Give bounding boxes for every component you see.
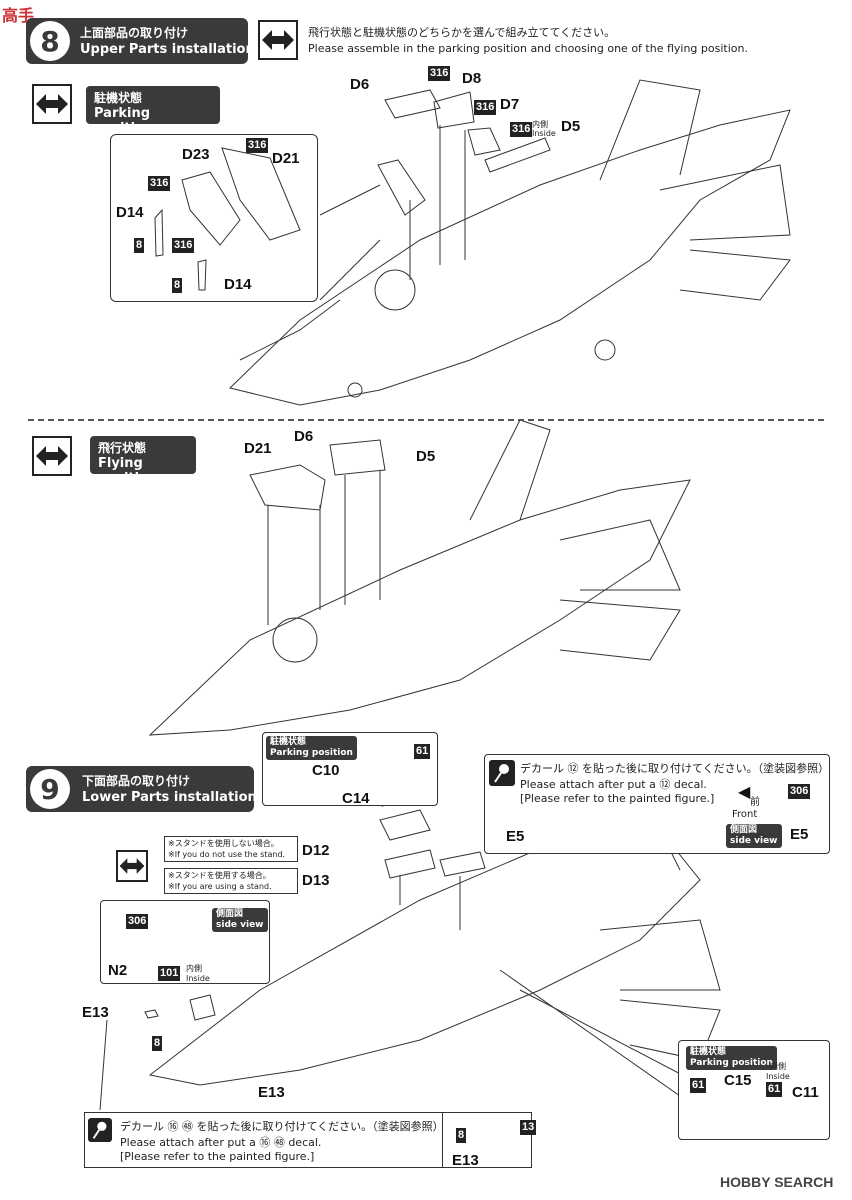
step-9-number: 9 (30, 769, 70, 809)
part-d6-label: D6 (350, 76, 370, 93)
part-e13-label-a: E13 (82, 1004, 109, 1021)
part-d5-flying-label: D5 (416, 448, 436, 465)
paint-8-d14a: 8 (134, 238, 145, 253)
paint-306-e5: 306 (788, 784, 811, 799)
flying-choice-icon (32, 436, 72, 476)
parking-position-label: 駐機状態 Parking position (86, 86, 220, 136)
n2-inside-en: Inside (186, 974, 210, 983)
part-c11-label: C11 (792, 1084, 819, 1101)
flying-position-label: 飛行状態 Flying position (90, 436, 196, 486)
decal-note-en1: Please attach after put a ⑫ decal. (520, 778, 707, 791)
part-d21-label: D21 (272, 150, 300, 167)
part-c10-label: C10 (312, 762, 340, 779)
stand-jp: ※スタンドを使用する場合。 (168, 871, 271, 880)
step-8-number: 8 (30, 21, 70, 61)
step-8-note-en: Please assemble in the parking position … (308, 42, 748, 55)
inside-label-d5: 内側 Inside (532, 120, 556, 138)
part-c15-label: C15 (724, 1072, 752, 1089)
part-d23-label: D23 (182, 146, 210, 163)
part-c14-label: C14 (342, 790, 370, 807)
n2-inside-jp: 内側 (186, 964, 202, 973)
hobby-search-watermark: HOBBY SEARCH (720, 1174, 834, 1190)
bottom-divider (442, 1112, 443, 1168)
paint-316-d5: 316 (510, 122, 533, 137)
paint-8-nose: 8 (152, 1036, 163, 1051)
part-e5-side-label: E5 (790, 826, 809, 843)
part-d5-label: D5 (561, 118, 581, 135)
part-e13-label-c: E13 (452, 1152, 479, 1169)
part-d14-label-a: D14 (116, 204, 144, 221)
step-9-title-jp: 下面部品の取り付け (82, 774, 191, 788)
front-label-jp: 前 (750, 797, 760, 808)
paint-316-d23: 316 (148, 176, 171, 191)
parking-detail-box (110, 134, 318, 302)
paint-316-d7: 316 (474, 100, 497, 115)
paint-316-d14b: 316 (172, 238, 195, 253)
part-d14-label-b: D14 (224, 276, 252, 293)
step-8-title-jp: 上面部品の取り付け (80, 26, 189, 40)
no-stand-note-box (164, 836, 298, 862)
bottom-decal-icon (88, 1118, 112, 1142)
bottom-decal-note-en1: Please attach after put a ⑯ ㊽ decal. (120, 1136, 322, 1149)
decal-note-jp: デカール ⑫ を貼った後に取り付けてください。（塗装図参照） (520, 762, 830, 775)
choice-arrows-icon (258, 20, 298, 60)
decal-icon (489, 760, 515, 786)
bottom-decal-note-jp: デカール ⑯ ㊽ を貼った後に取り付けてください。（塗装図参照） (120, 1120, 444, 1133)
step-8-note-jp: 飛行状態と駐機状態のどちらかを選んで組み立ててください。 (308, 26, 616, 39)
decal-note-en2: [Please refer to the painted figure.] (520, 792, 715, 805)
c11-inside-jp: 内側 (770, 1062, 786, 1071)
paint-61-c15: 61 (690, 1078, 707, 1093)
parking-choice-icon (32, 84, 72, 124)
paint-13-e13: 13 (520, 1120, 537, 1135)
paint-316-d6: 316 (428, 66, 451, 81)
paint-61-c11: 61 (766, 1082, 783, 1097)
no-stand-jp: ※スタンドを使用しない場合。 (168, 839, 279, 848)
part-d13-label: D13 (302, 872, 330, 889)
part-d12-label: D12 (302, 842, 330, 859)
part-d8-label: D8 (462, 70, 482, 87)
part-n2-label: N2 (108, 962, 128, 979)
bottom-decal-note-en2: [Please refer to the painted figure.] (120, 1150, 315, 1163)
step-8-header: 8 上面部品の取り付け Upper Parts installation (26, 18, 255, 64)
paint-101-n2: 101 (158, 966, 181, 981)
paint-61-c14: 61 (414, 744, 431, 759)
step-9-title-en: Lower Parts installation (82, 790, 257, 805)
stand-choice-icon (116, 850, 148, 882)
step-8-title-en: Upper Parts installation (80, 42, 255, 57)
c11-inside-en: Inside (766, 1072, 790, 1081)
stand-en: ※If you are using a stand. (168, 882, 272, 891)
step-9-header: 9 下面部品の取り付け Lower Parts installation (26, 766, 257, 812)
paint-8-e13: 8 (456, 1128, 467, 1143)
front-label-en: Front (732, 809, 758, 820)
paint-306-n2: 306 (126, 914, 149, 929)
front-arrow-icon: ◀ (738, 782, 751, 801)
stand-note-box (164, 868, 298, 894)
part-d21-flying-label: D21 (244, 440, 272, 457)
part-d7-label: D7 (500, 96, 520, 113)
no-stand-en: ※If you do not use the stand. (168, 850, 286, 859)
part-d6-flying-label: D6 (294, 428, 314, 445)
part-e13-label-b: E13 (258, 1084, 285, 1101)
paint-316-d21: 316 (246, 138, 269, 153)
part-e5-label: E5 (506, 828, 525, 845)
section-divider (28, 419, 824, 421)
paint-8-d14b: 8 (172, 278, 183, 293)
